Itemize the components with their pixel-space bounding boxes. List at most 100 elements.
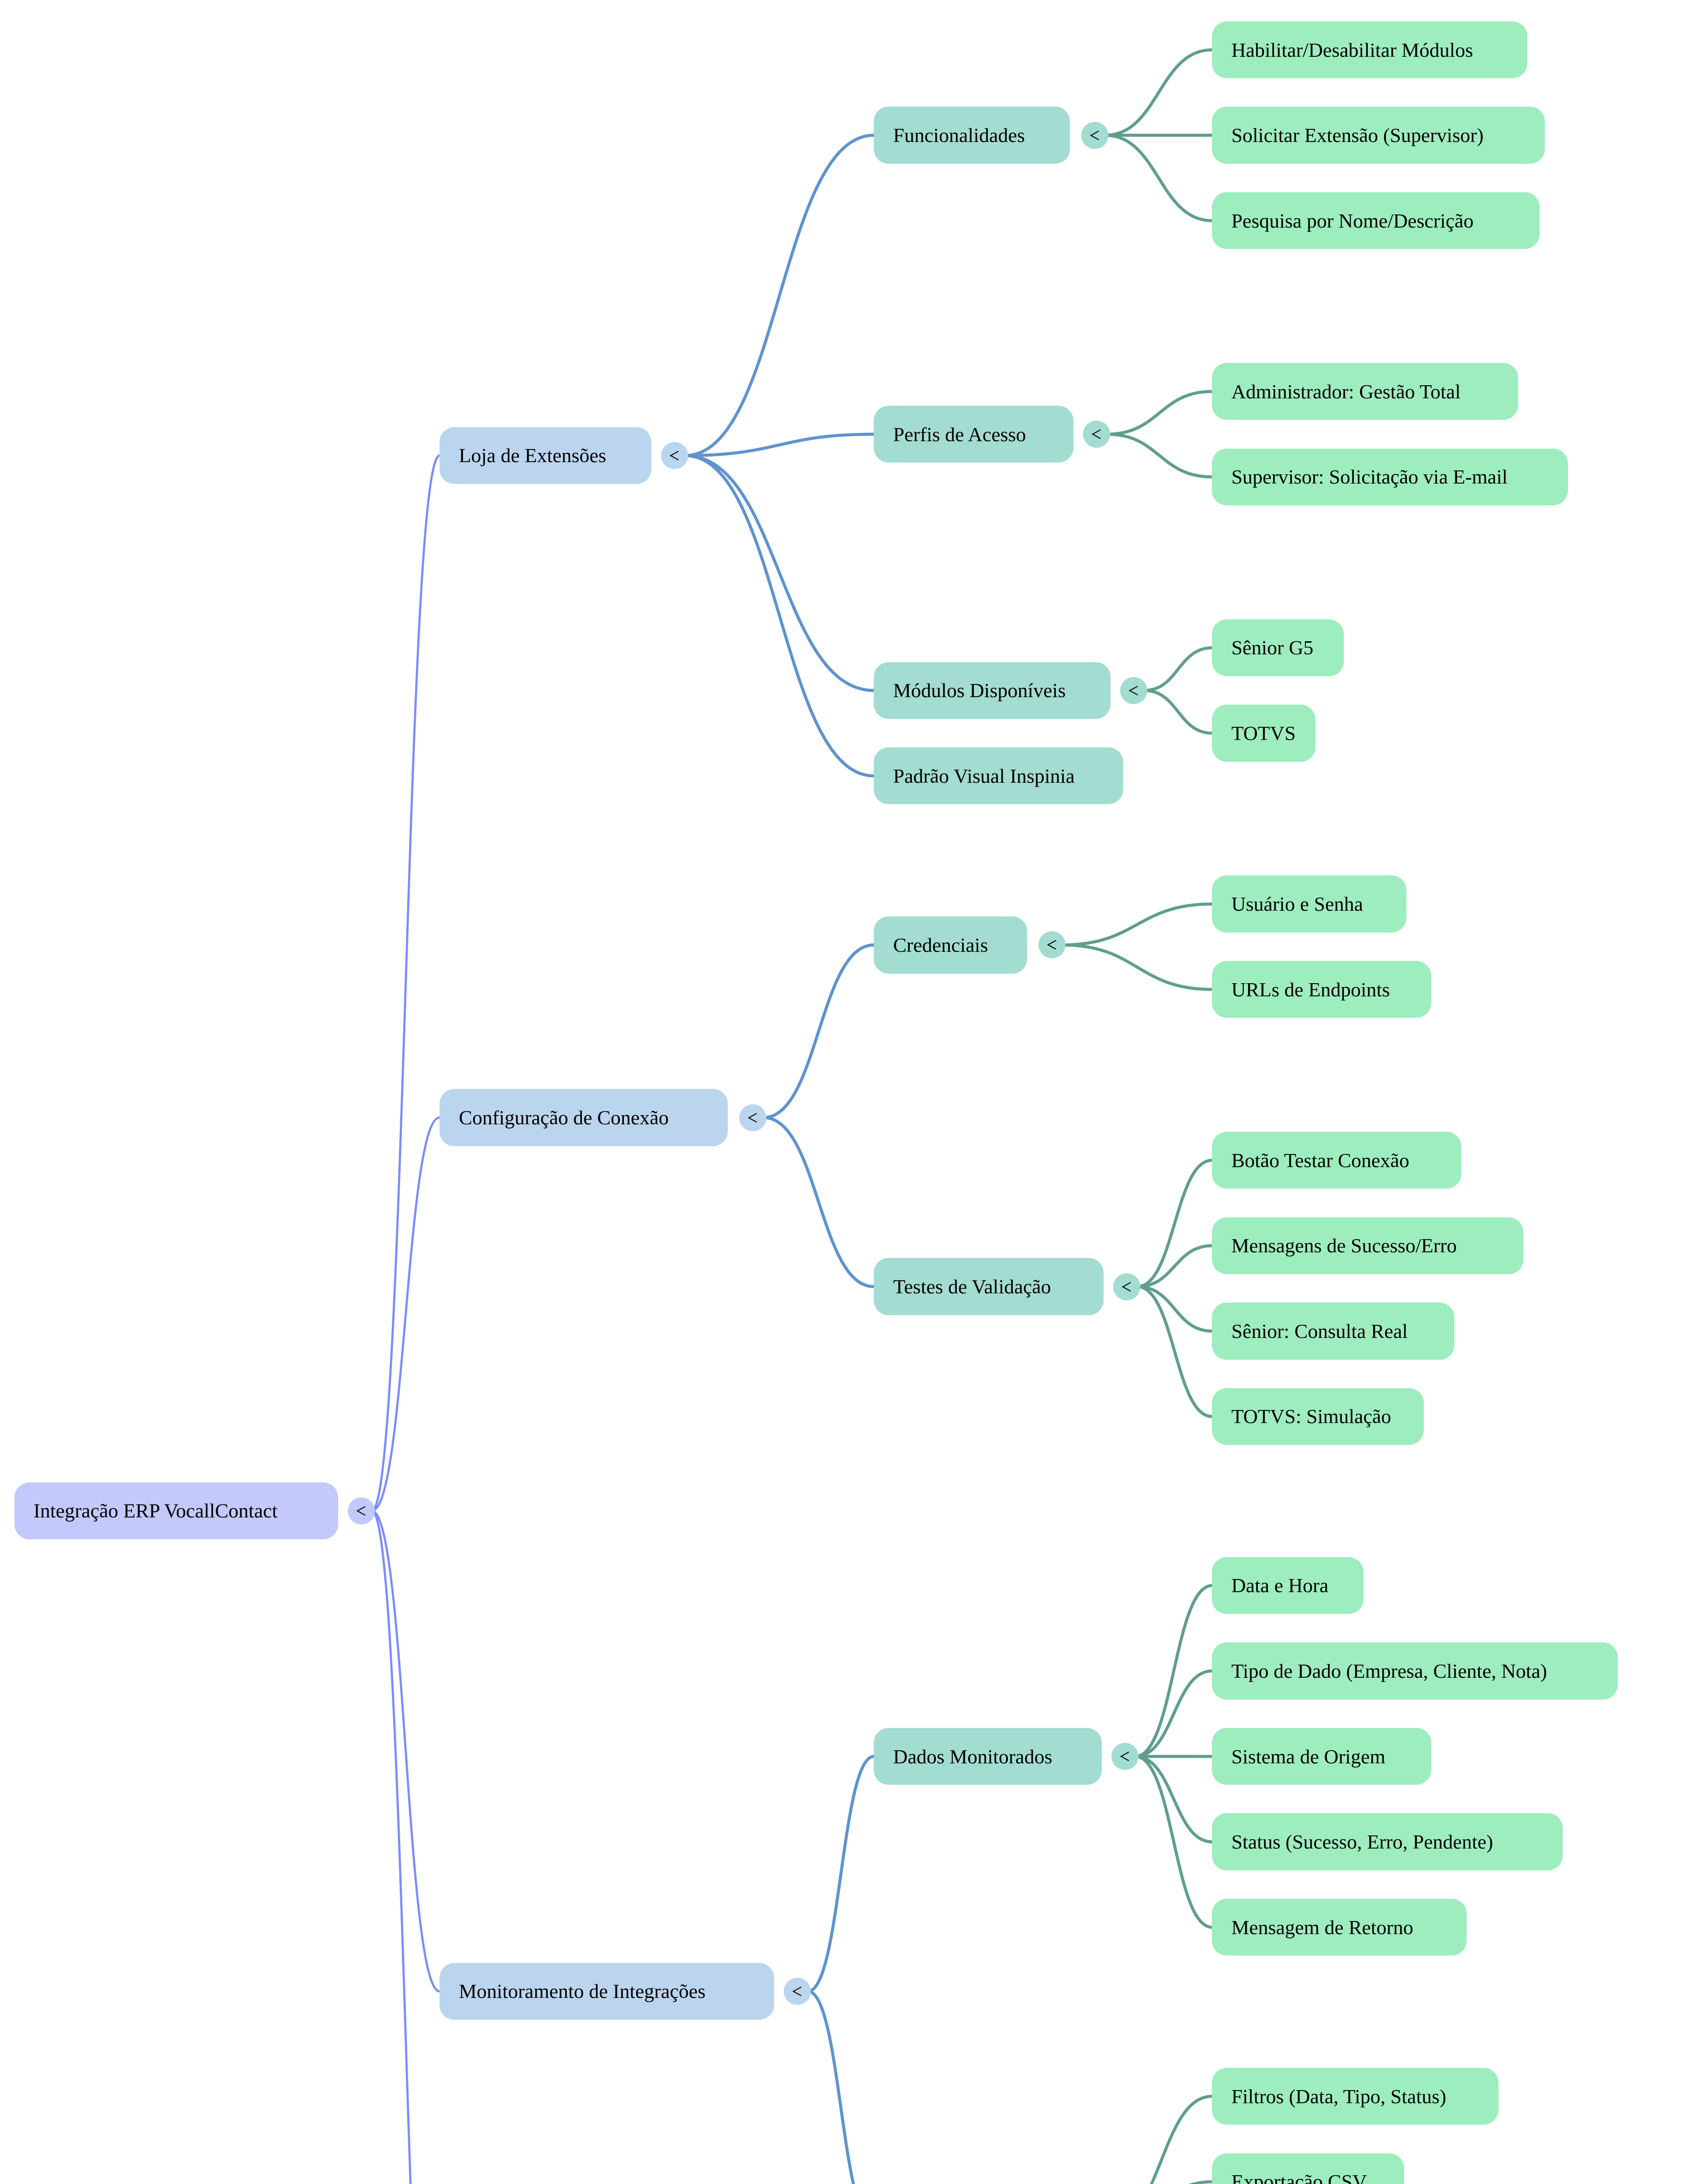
mindmap-node-modulos-disponiveis[interactable]: Módulos Disponíveis bbox=[874, 662, 1111, 719]
node-label: Configuração de Conexão bbox=[459, 1106, 669, 1129]
connector-integracao-erp-vocallcontact-to-loja-de-extensoes bbox=[371, 454, 440, 1512]
mindmap-node-senior-consulta-real[interactable]: Sênior: Consulta Real bbox=[1212, 1303, 1454, 1360]
connector-recursos-da-tela-to-exportacao-csv bbox=[1188, 2180, 1212, 2184]
mindmap-node-mensagens-de-sucesso-erro[interactable]: Mensagens de Sucesso/Erro bbox=[1212, 1217, 1524, 1275]
mindmap-node-funcionalidades[interactable]: Funcionalidades bbox=[874, 107, 1070, 164]
node-label: Pesquisa por Nome/Descrição bbox=[1231, 209, 1474, 232]
collapse-toggle-testes-de-validacao[interactable] bbox=[1113, 1273, 1140, 1300]
mindmap-node-data-e-hora[interactable]: Data e Hora bbox=[1212, 1557, 1364, 1614]
node-label: Mensagem de Retorno bbox=[1231, 1916, 1413, 1939]
node-label: Habilitar/Desabilitar Módulos bbox=[1231, 38, 1473, 61]
node-label: Filtros (Data, Tipo, Status) bbox=[1231, 2085, 1447, 2108]
collapse-toggle-credenciais[interactable] bbox=[1038, 931, 1066, 959]
node-label: Dados Monitorados bbox=[893, 1745, 1052, 1768]
connector-funcionalidades-to-pesquisa-por-nome-descricao bbox=[1105, 134, 1212, 222]
connector-dados-monitorados-to-mensagem-de-retorno bbox=[1135, 1755, 1212, 1929]
mindmap-node-perfis-de-acesso[interactable]: Perfis de Acesso bbox=[874, 405, 1073, 463]
mindmap-node-loja-de-extensoes[interactable]: Loja de Extensões bbox=[440, 427, 652, 484]
chevron-left-icon bbox=[1120, 1752, 1129, 1762]
connector-testes-de-validacao-to-mensagens-de-sucesso-erro bbox=[1137, 1244, 1212, 1289]
connector-funcionalidades-to-habilitar-desabilitar-modulos bbox=[1105, 48, 1212, 137]
mindmap-node-botao-testar-conexao[interactable]: Botão Testar Conexão bbox=[1212, 1132, 1461, 1189]
node-label: Tipo de Dado (Empresa, Cliente, Nota) bbox=[1231, 1660, 1547, 1683]
node-label: Credenciais bbox=[893, 933, 988, 956]
mindmap-node-urls-de-endpoints[interactable]: URLs de Endpoints bbox=[1212, 961, 1431, 1018]
connector-credenciais-to-usuario-e-senha bbox=[1062, 902, 1212, 947]
connector-loja-de-extensoes-to-padrao-visual-inspinia bbox=[685, 454, 874, 778]
mindmap-node-monitoramento-de-integracoes[interactable]: Monitoramento de Integrações bbox=[440, 1963, 775, 2020]
mindmap-node-exportacao-csv[interactable]: Exportação CSV bbox=[1212, 2153, 1405, 2184]
collapse-toggle-dados-monitorados[interactable] bbox=[1111, 1743, 1139, 1770]
mindmap-node-credenciais[interactable]: Credenciais bbox=[874, 916, 1027, 974]
node-label: Módulos Disponíveis bbox=[893, 679, 1066, 702]
connector-loja-de-extensoes-to-funcionalidades bbox=[685, 134, 874, 457]
node-label: Sênior G5 bbox=[1231, 636, 1314, 659]
node-label: Supervisor: Solicitação via E-mail bbox=[1231, 466, 1508, 488]
chevron-left-icon bbox=[1091, 429, 1101, 439]
connector-integracao-erp-vocallcontact-to-monitoramento-de-integracoes bbox=[371, 1510, 440, 1993]
chevron-left-icon bbox=[748, 1113, 757, 1123]
node-label: Perfis de Acesso bbox=[893, 423, 1026, 446]
connector-testes-de-validacao-to-botao-testar-conexao bbox=[1137, 1158, 1212, 1289]
mindmap-node-status-sucesso-erro-pendente[interactable]: Status (Sucesso, Erro, Pendente) bbox=[1212, 1813, 1563, 1870]
mindmap-node-usuario-e-senha[interactable]: Usuário e Senha bbox=[1212, 875, 1406, 933]
mindmap-node-senior-g5[interactable]: Sênior G5 bbox=[1212, 619, 1344, 677]
node-label: Status (Sucesso, Erro, Pendente) bbox=[1231, 1831, 1493, 1853]
mindmap-node-configuracao-de-conexao[interactable]: Configuração de Conexão bbox=[440, 1089, 728, 1146]
mindmap-node-totvs[interactable]: TOTVS bbox=[1212, 705, 1315, 762]
mindmap-node-dados-monitorados[interactable]: Dados Monitorados bbox=[874, 1728, 1102, 1785]
node-label: Padrão Visual Inspinia bbox=[893, 764, 1075, 787]
connector-dados-monitorados-to-status-sucesso-erro-pendente bbox=[1135, 1755, 1212, 1844]
collapse-toggle-loja-de-extensoes[interactable] bbox=[661, 442, 689, 469]
node-label: Sistema de Origem bbox=[1231, 1745, 1386, 1768]
node-label: Integração ERP VocallContact bbox=[33, 1500, 278, 1522]
connector-modulos-disponiveis-to-totvs bbox=[1144, 689, 1212, 735]
connector-dados-monitorados-to-tipo-de-dado-empresa-cliente-nota bbox=[1135, 1669, 1212, 1758]
chevron-left-icon bbox=[1128, 685, 1138, 695]
connector-credenciais-to-urls-de-endpoints bbox=[1062, 943, 1212, 991]
chevron-left-icon bbox=[792, 1986, 802, 1996]
mindmap-node-administrador-gestao-total[interactable]: Administrador: Gestão Total bbox=[1212, 363, 1519, 420]
node-label: TOTVS: Simulação bbox=[1231, 1405, 1391, 1428]
node-label: Data e Hora bbox=[1231, 1574, 1329, 1597]
chevron-left-icon bbox=[669, 450, 679, 461]
node-label: Solicitar Extensão (Supervisor) bbox=[1231, 124, 1484, 147]
node-label: Monitoramento de Integrações bbox=[459, 1980, 706, 2003]
mindmap-node-pesquisa-por-nome-descricao[interactable]: Pesquisa por Nome/Descrição bbox=[1212, 192, 1540, 249]
connector-integracao-erp-vocallcontact-to-dados-integrados bbox=[371, 1510, 412, 2184]
connector-configuracao-de-conexao-to-credenciais bbox=[763, 943, 874, 1120]
mindmap-node-supervisor-solicitacao-via-e-mail[interactable]: Supervisor: Solicitação via E-mail bbox=[1212, 448, 1568, 506]
collapse-toggle-modulos-disponiveis[interactable] bbox=[1120, 677, 1148, 704]
mindmap-node-habilitar-desabilitar-modulos[interactable]: Habilitar/Desabilitar Módulos bbox=[1212, 21, 1527, 79]
node-label: Administrador: Gestão Total bbox=[1231, 380, 1461, 403]
collapse-toggle-monitoramento-de-integracoes[interactable] bbox=[784, 1977, 811, 2005]
mindmap-node-solicitar-extensao-supervisor[interactable]: Solicitar Extensão (Supervisor) bbox=[1212, 107, 1545, 164]
connector-integracao-erp-vocallcontact-to-configuracao-de-conexao bbox=[371, 1116, 440, 1512]
collapse-toggle-perfis-de-acesso[interactable] bbox=[1083, 421, 1110, 448]
collapse-toggle-integracao-erp-vocallcontact[interactable] bbox=[348, 1497, 375, 1524]
mindmap-node-filtros-data-tipo-status[interactable]: Filtros (Data, Tipo, Status) bbox=[1212, 2068, 1499, 2125]
chevron-left-icon bbox=[1121, 1282, 1131, 1292]
node-label: Exportação CSV bbox=[1231, 2170, 1367, 2184]
node-label: URLs de Endpoints bbox=[1231, 978, 1390, 1001]
node-label: Sênior: Consulta Real bbox=[1231, 1320, 1408, 1342]
mindmap-node-mensagem-de-retorno[interactable]: Mensagem de Retorno bbox=[1212, 1899, 1467, 1956]
collapse-toggle-configuracao-de-conexao[interactable] bbox=[739, 1104, 767, 1131]
mindmap-node-padrao-visual-inspinia[interactable]: Padrão Visual Inspinia bbox=[874, 747, 1123, 805]
mindmap-node-testes-de-validacao[interactable]: Testes de Validação bbox=[874, 1258, 1104, 1315]
connector-loja-de-extensoes-to-perfis-de-acesso bbox=[685, 432, 874, 457]
connector-configuracao-de-conexao-to-testes-de-validacao bbox=[763, 1116, 874, 1289]
node-label: Usuário e Senha bbox=[1231, 893, 1363, 916]
node-label: Testes de Validação bbox=[893, 1275, 1051, 1298]
connector-recursos-da-tela-to-filtros-data-tipo-status bbox=[1149, 2094, 1212, 2184]
collapse-toggle-funcionalidades[interactable] bbox=[1081, 121, 1108, 149]
mindmap-node-totvs-simulacao[interactable]: TOTVS: Simulação bbox=[1212, 1388, 1424, 1445]
mindmap-node-integracao-erp-vocallcontact[interactable]: Integração ERP VocallContact bbox=[14, 1482, 339, 1540]
connector-loja-de-extensoes-to-modulos-disponiveis bbox=[685, 454, 874, 692]
mindmap-node-tipo-de-dado-empresa-cliente-nota[interactable]: Tipo de Dado (Empresa, Cliente, Nota) bbox=[1212, 1642, 1618, 1700]
connector-testes-de-validacao-to-senior-consulta-real bbox=[1137, 1285, 1212, 1333]
mindmap-node-sistema-de-origem[interactable]: Sistema de Origem bbox=[1212, 1728, 1431, 1785]
connector-monitoramento-de-integracoes-to-recursos-da-tela bbox=[807, 1990, 855, 2184]
connector-testes-de-validacao-to-totvs-simulacao bbox=[1137, 1285, 1212, 1418]
